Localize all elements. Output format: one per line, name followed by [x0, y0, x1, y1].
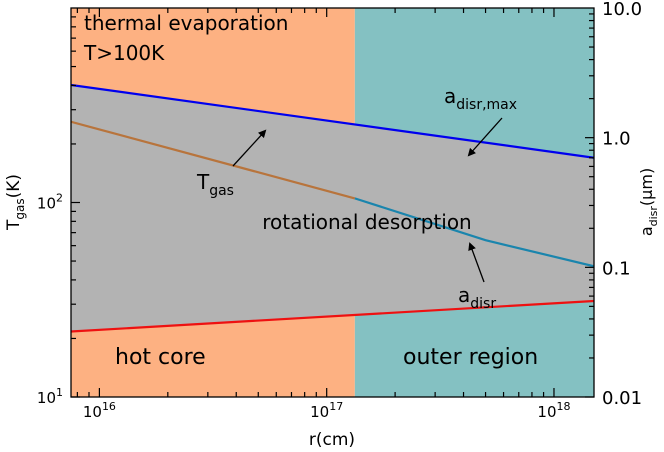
adisr-arrow — [468, 242, 485, 283]
adisr-max-label: adisr,max — [444, 84, 517, 113]
temperature-threshold-label: T>100K — [83, 41, 165, 65]
y-right-tick-label: 0.1 — [602, 258, 631, 279]
y-left-tick-label: 101 — [37, 386, 63, 407]
x-tick-label: 1018 — [537, 400, 570, 421]
x-tick-label: 1016 — [83, 400, 116, 421]
adisr-max-arrow — [467, 117, 503, 157]
series-line-1 — [354, 197, 594, 268]
tgas-label: Tgas — [196, 170, 234, 199]
tgas-arrow — [232, 129, 267, 167]
y-right-tick-label: 10.0 — [602, 0, 642, 20]
x-tick-label: 1017 — [310, 400, 343, 421]
hot-core-label: hot core — [115, 345, 206, 370]
series-line-0 — [71, 120, 356, 200]
y-left-tick-label: 102 — [37, 192, 63, 213]
y-right-tick-label: 1.0 — [602, 129, 631, 150]
x-axis-label: r(cm) — [309, 430, 355, 450]
thermal-evaporation-label: thermal evaporation — [84, 11, 288, 35]
series-line-3 — [71, 299, 594, 333]
rotational-desorption-label: rotational desorption — [262, 210, 471, 234]
adisr-label: adisr — [458, 283, 496, 312]
outer-region-label: outer region — [403, 345, 538, 370]
y-axis-label-right: adisr(μm) — [637, 168, 660, 236]
y-right-tick-label: 0.01 — [602, 388, 642, 409]
y-axis-label-left: Tgas(K) — [4, 174, 27, 231]
series-line-2 — [71, 83, 594, 159]
rotational-desorption-band — [71, 84, 594, 332]
